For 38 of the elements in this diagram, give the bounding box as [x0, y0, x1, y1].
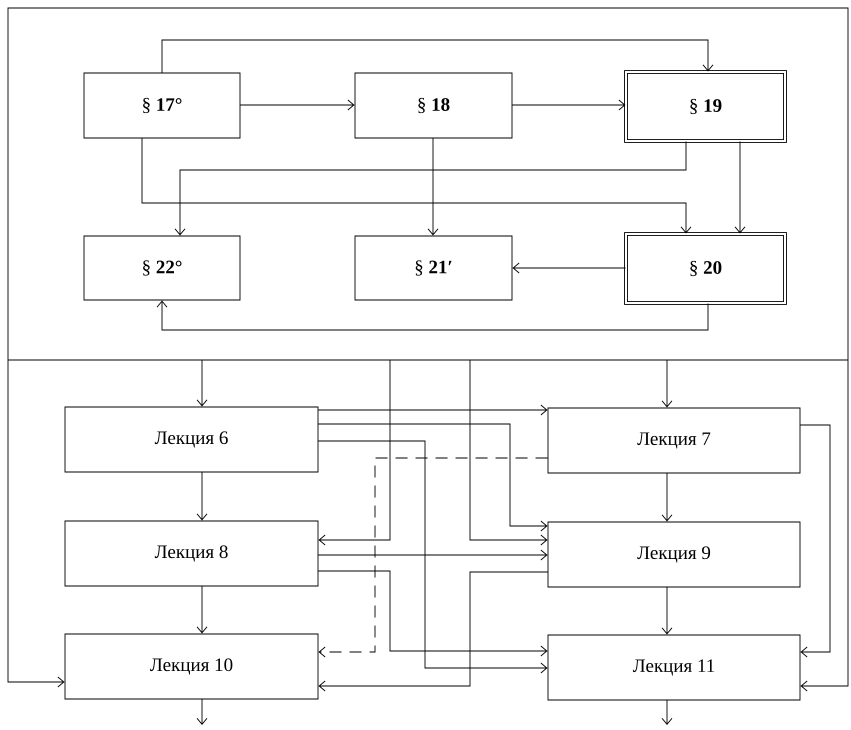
arrow — [470, 360, 548, 546]
section-frame — [8, 8, 848, 360]
lecture-box: Лекция 8 — [64, 520, 318, 586]
arrow — [156, 300, 708, 330]
arrow — [162, 40, 714, 73]
lecture-box: Лекция 9 — [548, 522, 800, 588]
section-box: § 19 — [624, 70, 787, 143]
arrow — [318, 570, 548, 656]
arrow — [734, 141, 746, 234]
section-box: § 20 — [624, 232, 787, 305]
arrow — [240, 100, 355, 110]
arrow — [800, 424, 830, 658]
section-box: § 21′ — [354, 236, 512, 300]
arrow — [512, 262, 626, 274]
arrow — [196, 472, 208, 521]
lecture-box: Лекция 10 — [64, 634, 318, 700]
arrow — [428, 138, 438, 236]
arrow — [318, 550, 548, 560]
arrow — [800, 360, 848, 692]
lecture-box: Лекция 6 — [64, 406, 318, 472]
arrow — [662, 700, 672, 725]
arrow — [662, 360, 672, 408]
arrow — [196, 586, 208, 634]
section-box: § 17° — [84, 72, 240, 138]
arrow — [8, 360, 65, 688]
arrow — [196, 699, 208, 725]
arrow — [318, 360, 390, 546]
arrow — [196, 360, 208, 407]
section-box: § 18 — [354, 72, 512, 138]
arrow — [512, 100, 626, 110]
arrow — [318, 404, 548, 416]
arrow — [318, 424, 548, 532]
arrow — [662, 587, 672, 635]
section-box: § 22° — [84, 236, 240, 300]
arrow — [662, 473, 672, 522]
lecture-box: Лекция 11 — [548, 634, 800, 700]
arrow — [318, 572, 548, 692]
lecture-box: Лекция 7 — [548, 408, 800, 474]
